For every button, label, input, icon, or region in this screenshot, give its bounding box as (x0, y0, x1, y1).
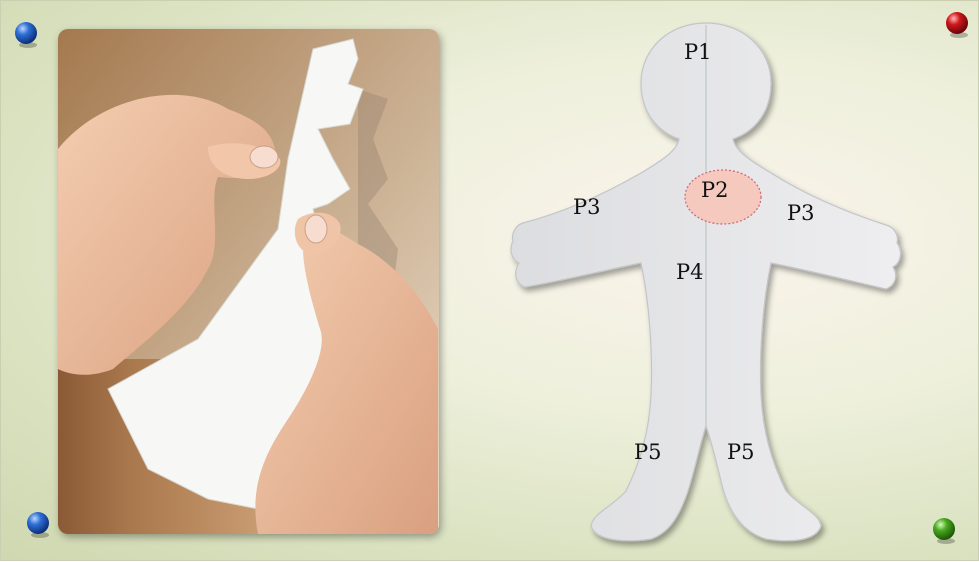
label-p2: P2 (701, 178, 729, 202)
figure-body (511, 23, 900, 541)
green-pushpin-icon (929, 515, 959, 547)
blue-pushpin-icon (11, 19, 41, 51)
label-p1: P1 (684, 40, 712, 64)
red-pushpin-icon (942, 9, 972, 41)
label-p3-right: P3 (787, 201, 815, 225)
label-p5-left: P5 (634, 440, 662, 464)
label-p5-right: P5 (727, 440, 755, 464)
label-p4: P4 (676, 260, 704, 284)
blue-pushpin-icon (23, 509, 53, 541)
label-p3-left: P3 (573, 195, 601, 219)
